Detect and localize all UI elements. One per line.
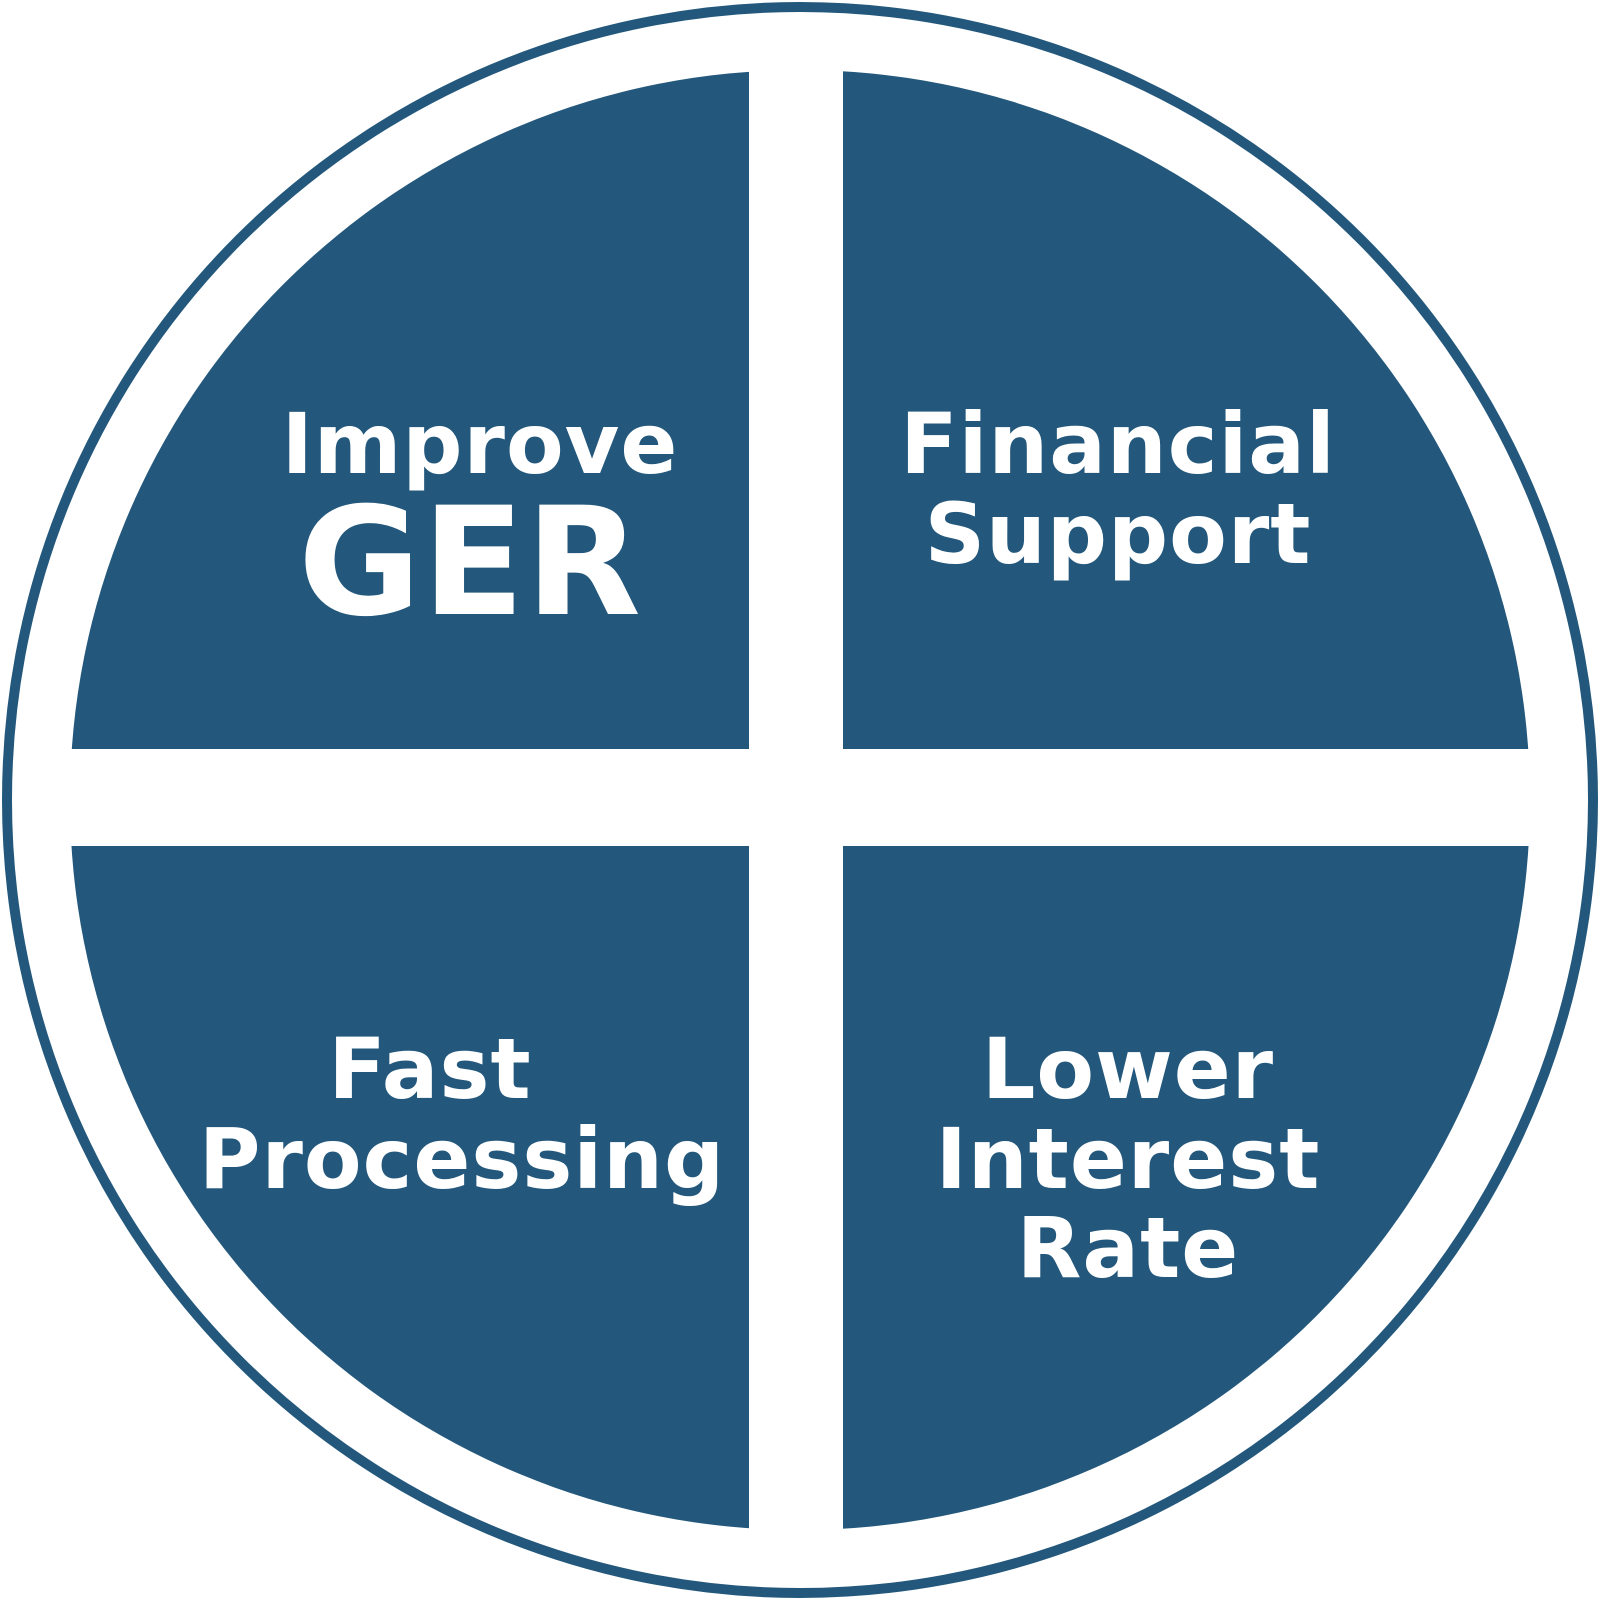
label-top-right-line2: Support <box>925 485 1312 583</box>
label-bottom-left-line2: Processing <box>199 1110 725 1208</box>
label-top-left-line2: GER <box>298 476 642 650</box>
label-top-left-line1: Improve <box>282 395 679 493</box>
label-bottom-right-line3: Rate <box>1017 1199 1240 1297</box>
label-bottom-right-line1: Lower <box>982 1020 1274 1118</box>
label-top-right-line1: Financial <box>900 395 1336 493</box>
label-bottom-right-line2: Interest <box>936 1110 1321 1208</box>
label-bottom-left-line1: Fast <box>328 1020 531 1118</box>
